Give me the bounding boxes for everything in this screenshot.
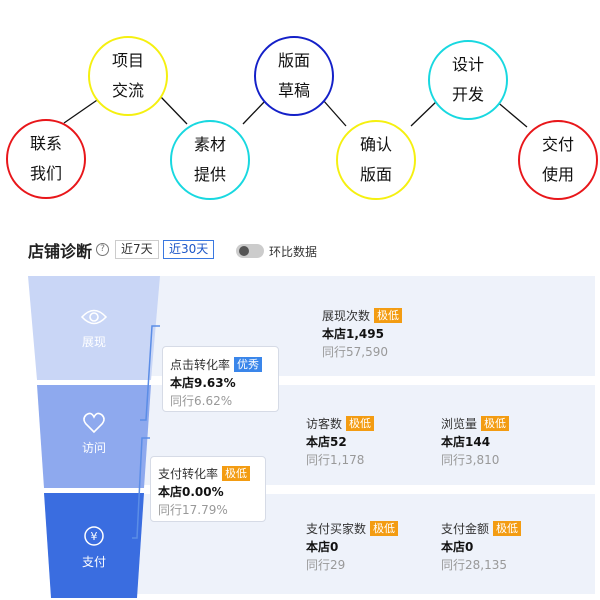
funnel-label-impressions: 展现 xyxy=(81,335,106,349)
metric-buyers-peer: 同行29 xyxy=(306,558,346,572)
connector-line xyxy=(322,99,347,127)
metric-pageviews-peer: 同行3,810 xyxy=(441,453,500,467)
step-line1: 项目 xyxy=(111,51,144,70)
metric-label-text: 支付买家数 xyxy=(306,522,367,536)
conversion-title: 支付转化率极低 xyxy=(158,465,251,482)
step-line1: 版面 xyxy=(277,51,310,70)
process-step-draft: 版面 草稿 xyxy=(254,36,334,116)
step-line2: 草稿 xyxy=(277,81,310,100)
process-step-develop: 设计 开发 xyxy=(428,40,508,120)
metric-visitors-label: 访客数极低 xyxy=(306,415,375,432)
step-line1: 确认 xyxy=(359,135,392,154)
svg-text:¥: ¥ xyxy=(91,530,98,543)
eye-icon xyxy=(80,309,108,325)
conversion-connector-click xyxy=(140,325,160,421)
page-title: 店铺诊断 xyxy=(28,242,93,261)
funnel-label-payment: 支付 xyxy=(81,555,106,569)
funnel-label-visits: 访问 xyxy=(81,441,106,455)
metric-impressions-label: 展现次数极低 xyxy=(322,307,403,324)
yen-icon: ¥ xyxy=(84,526,104,546)
conversion-store-value: 本店9.63% xyxy=(170,376,236,390)
funnel-graphic: ¥ xyxy=(28,276,160,598)
metric-impressions-store: 本店1,495 xyxy=(322,327,384,341)
conversion-store-value: 本店0.00% xyxy=(158,485,224,499)
conversion-peer-value: 同行17.79% xyxy=(158,503,228,517)
status-badge: 极低 xyxy=(346,416,375,431)
conversion-connector-pay xyxy=(132,437,150,539)
pay-conversion-card xyxy=(150,456,266,522)
conversion-title: 点击转化率优秀 xyxy=(170,356,263,373)
heart-icon xyxy=(83,412,105,434)
metric-label-text: 浏览量 xyxy=(441,417,478,431)
status-badge: 极低 xyxy=(222,466,251,481)
process-step-materials: 素材 提供 xyxy=(170,120,250,200)
metric-visitors-peer: 同行1,178 xyxy=(306,453,365,467)
metric-visitors-store: 本店52 xyxy=(306,435,347,449)
conversion-peer-value: 同行6.62% xyxy=(170,394,233,408)
step-line1: 素材 xyxy=(193,135,226,154)
status-badge: 极低 xyxy=(374,308,403,323)
compare-toggle-label: 环比数据 xyxy=(269,245,318,259)
step-line1: 联系 xyxy=(29,134,62,153)
process-step-communication: 项目 交流 xyxy=(88,36,168,116)
metric-buyers-store: 本店0 xyxy=(306,540,339,554)
range-tab-30days[interactable]: 近30天 xyxy=(163,240,215,259)
process-step-delivery: 交付 使用 xyxy=(518,120,598,200)
connector-line xyxy=(242,99,267,125)
step-line2: 我们 xyxy=(29,164,62,183)
process-step-contact: 联系 我们 xyxy=(6,119,86,199)
status-badge: 优秀 xyxy=(234,357,263,372)
metric-amount-store: 本店0 xyxy=(441,540,474,554)
connector-line xyxy=(494,99,528,128)
metric-label-text: 展现次数 xyxy=(322,309,371,323)
step-line2: 开发 xyxy=(451,85,484,104)
metric-label-text: 访客数 xyxy=(306,417,343,431)
metric-amount-peer: 同行28,135 xyxy=(441,558,507,572)
funnel-stage-impressions xyxy=(28,276,160,380)
conversion-title-text: 支付转化率 xyxy=(158,467,219,481)
conversion-title-text: 点击转化率 xyxy=(170,358,231,372)
metric-label-text: 支付金额 xyxy=(441,522,490,536)
step-line1: 设计 xyxy=(451,55,484,74)
metric-impressions-peer: 同行57,590 xyxy=(322,345,388,359)
range-tab-7days[interactable]: 近7天 xyxy=(115,240,159,259)
connector-line xyxy=(159,95,188,125)
compare-toggle-knob xyxy=(239,246,249,256)
status-badge: 极低 xyxy=(493,521,522,536)
step-line1: 交付 xyxy=(541,135,574,154)
step-line2: 提供 xyxy=(193,165,226,184)
status-badge: 极低 xyxy=(481,416,510,431)
metric-amount-label: 支付金额极低 xyxy=(441,520,522,537)
connector-line xyxy=(410,99,439,127)
step-line2: 交流 xyxy=(111,81,144,100)
process-step-confirm: 确认 版面 xyxy=(336,120,416,200)
metric-pageviews-store: 本店144 xyxy=(441,435,491,449)
step-line2: 使用 xyxy=(541,165,574,184)
status-badge: 极低 xyxy=(370,521,399,536)
metric-pageviews-label: 浏览量极低 xyxy=(441,415,510,432)
help-icon[interactable]: ? xyxy=(96,243,109,256)
step-line2: 版面 xyxy=(359,165,392,184)
funnel-stage-visits xyxy=(37,385,151,488)
metric-buyers-label: 支付买家数极低 xyxy=(306,520,399,537)
